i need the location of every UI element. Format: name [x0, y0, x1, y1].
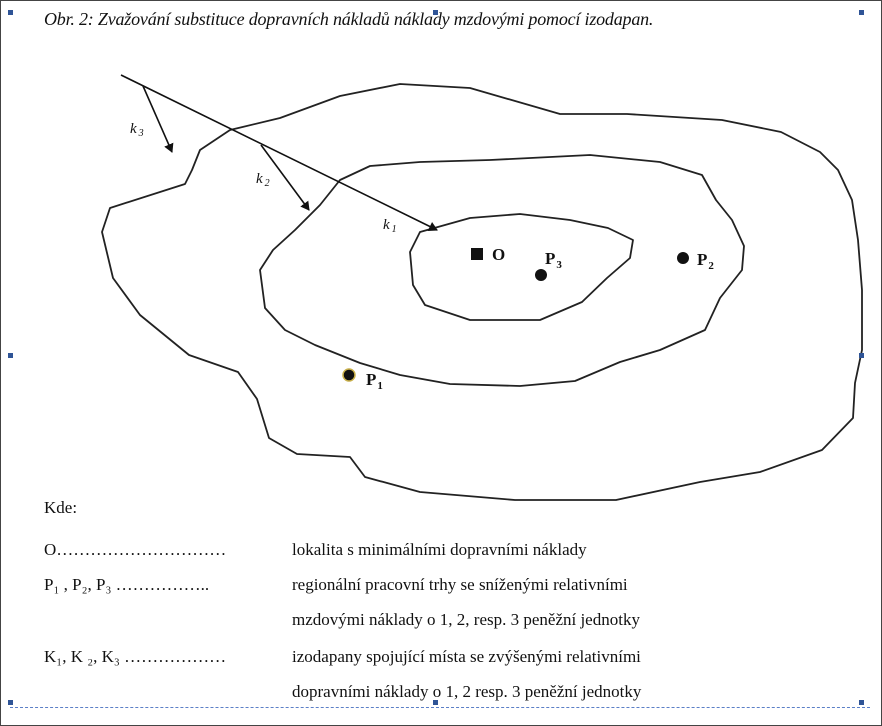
- resize-handle-middle-left[interactable]: [8, 353, 13, 358]
- point-P2-label: P2: [697, 250, 714, 272]
- k2-arrow: [260, 144, 310, 211]
- selection-border-bottom: [10, 707, 870, 708]
- legend-heading: Kde:: [44, 498, 78, 517]
- legend-term-P: P₁ , P₂, P₃ ……………..: [44, 575, 210, 594]
- k3-arrow: [142, 85, 174, 153]
- isodapane-k1-outline: [409, 213, 634, 321]
- figure-caption: Obr. 2: Zvažování substituce dopravních …: [44, 9, 654, 29]
- isodapane-k2-outline: [259, 154, 745, 387]
- legend-term-O: O…………………………: [44, 540, 227, 559]
- point-O-marker: [471, 248, 483, 260]
- legend-desc-O: lokalita s minimálními dopravními náklad…: [292, 540, 587, 559]
- legend-term-K: K₁, K ₂, K₃ ………………: [44, 647, 227, 666]
- point-P1-marker: [342, 368, 356, 382]
- isodapane-k3-outline: [101, 83, 863, 501]
- crossing-line: [120, 74, 438, 231]
- legend-desc-K-line2: dopravními náklady o 1, 2 resp. 3 peněžn…: [292, 682, 642, 701]
- point-P1-label: P1: [366, 370, 383, 392]
- legend-desc-P-line2: mzdovými náklady o 1, 2, resp. 3 peněžní…: [292, 610, 640, 629]
- resize-handle-top-middle[interactable]: [433, 10, 438, 15]
- legend-desc-P-line1: regionální pracovní trhy se sníženými re…: [292, 575, 628, 594]
- resize-handle-top-left[interactable]: [8, 10, 13, 15]
- resize-handle-bottom-left[interactable]: [8, 700, 13, 705]
- resize-handle-top-right[interactable]: [859, 10, 864, 15]
- point-P3-marker: [535, 269, 547, 281]
- point-O-label: O: [492, 245, 505, 264]
- resize-handle-bottom-middle[interactable]: [433, 700, 438, 705]
- point-P3-label: P3: [545, 249, 562, 271]
- resize-handle-middle-right[interactable]: [859, 353, 864, 358]
- resize-handle-bottom-right[interactable]: [859, 700, 864, 705]
- point-P2-marker: [677, 252, 689, 264]
- legend-desc-K-line1: izodapany spojující místa se zvýšenými r…: [292, 647, 641, 666]
